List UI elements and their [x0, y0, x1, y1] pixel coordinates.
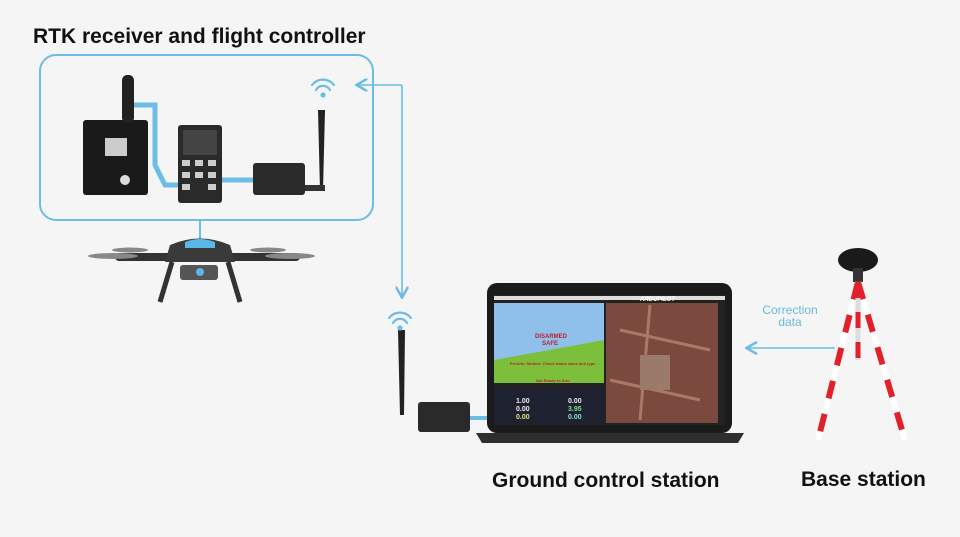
wifi-icon [387, 311, 413, 331]
arm-status: DISARMED [535, 334, 568, 340]
rtk-group-box [39, 54, 374, 221]
value-1: 1.00 [516, 398, 530, 405]
correction-label: Correction data [762, 303, 818, 329]
safe-status: SAFE [542, 341, 559, 347]
value-5: 0.00 [516, 414, 530, 421]
laptop [476, 283, 744, 443]
rtk-receiver-board [83, 75, 148, 195]
gcs-title: Ground control station [492, 469, 720, 492]
gcs-logo: ARDUPILOT [640, 297, 675, 303]
rtk-title: RTK receiver and flight controller [33, 25, 366, 48]
wifi-icon [310, 78, 336, 98]
base-title: Base station [801, 468, 926, 491]
telemetry-radio-air [253, 110, 325, 195]
drone [88, 238, 315, 303]
value-2: 0.00 [568, 398, 582, 405]
base-station-tripod [815, 248, 908, 441]
flight-controller [178, 125, 222, 203]
value-6: 0.00 [568, 414, 582, 421]
value-4: 3.95 [568, 406, 582, 413]
telemetry-radio-ground [398, 330, 495, 432]
value-3: 0.00 [516, 406, 530, 413]
not-ready-message: Not Ready to Arm [536, 378, 570, 383]
prearm-message: PreArm: Motors: Check frame class and ty… [510, 361, 596, 366]
